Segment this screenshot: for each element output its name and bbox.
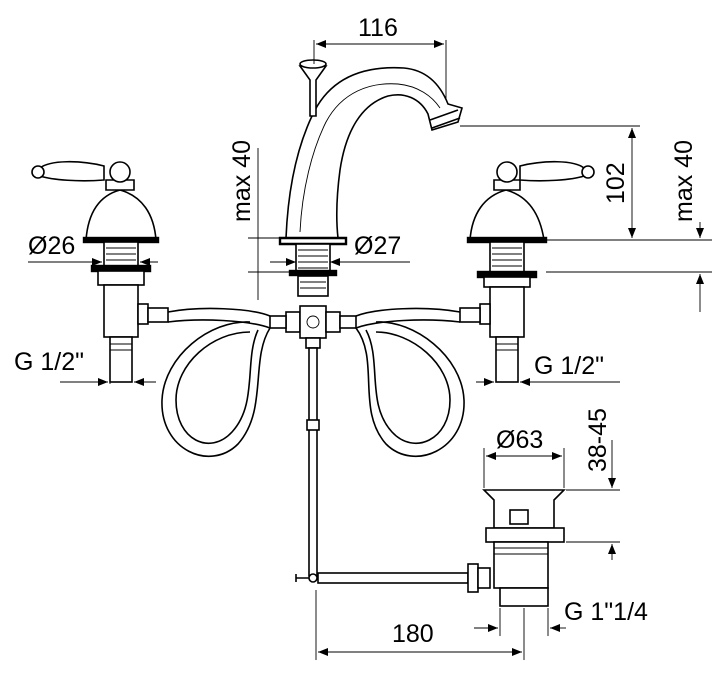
lift-rod	[295, 347, 491, 593]
dim-label-base-left: Ø26	[28, 232, 75, 260]
left-hose	[161, 307, 271, 458]
dim-drain-thread: G 1"1/4	[474, 598, 648, 636]
dim-drain-diameter: Ø63	[483, 426, 565, 488]
dim-thread-left: G 1/2"	[14, 348, 156, 386]
right-hose	[355, 307, 465, 458]
dim-label-thread-left: G 1/2"	[14, 348, 84, 376]
dim-handle-max-left: max 40	[228, 140, 290, 300]
dim-base-left-diameter: Ø26	[28, 232, 158, 266]
dim-label-drain-height: 38-45	[584, 408, 612, 472]
spout	[278, 59, 463, 297]
dim-label-drain-thread: G 1"1/4	[564, 598, 648, 626]
right-valve	[459, 160, 595, 383]
center-tee	[269, 305, 357, 349]
drain	[482, 489, 566, 607]
dim-label-center-to-drain: 180	[392, 620, 434, 648]
dim-label-handle-max-left: max 40	[228, 140, 256, 222]
dim-label-handle-max-right: max 40	[670, 140, 698, 222]
left-valve	[31, 160, 169, 383]
dim-spout-height: 102	[460, 125, 640, 241]
dim-spout-reach: 116	[313, 14, 447, 100]
dim-drain-height: 38-45	[566, 408, 620, 560]
dim-label-spout-reach: 116	[358, 14, 398, 42]
dim-label-drain-diameter: Ø63	[496, 426, 543, 454]
dim-handle-max-right: max 40	[546, 140, 712, 312]
dim-base-center-diameter: Ø27	[270, 232, 410, 266]
dim-center-to-drain: 180	[315, 590, 525, 660]
dim-thread-right: G 1/2"	[476, 352, 620, 386]
dim-label-base-center: Ø27	[354, 232, 401, 260]
dim-label-thread-right: G 1/2"	[534, 352, 604, 380]
dim-label-spout-height: 102	[602, 162, 630, 204]
